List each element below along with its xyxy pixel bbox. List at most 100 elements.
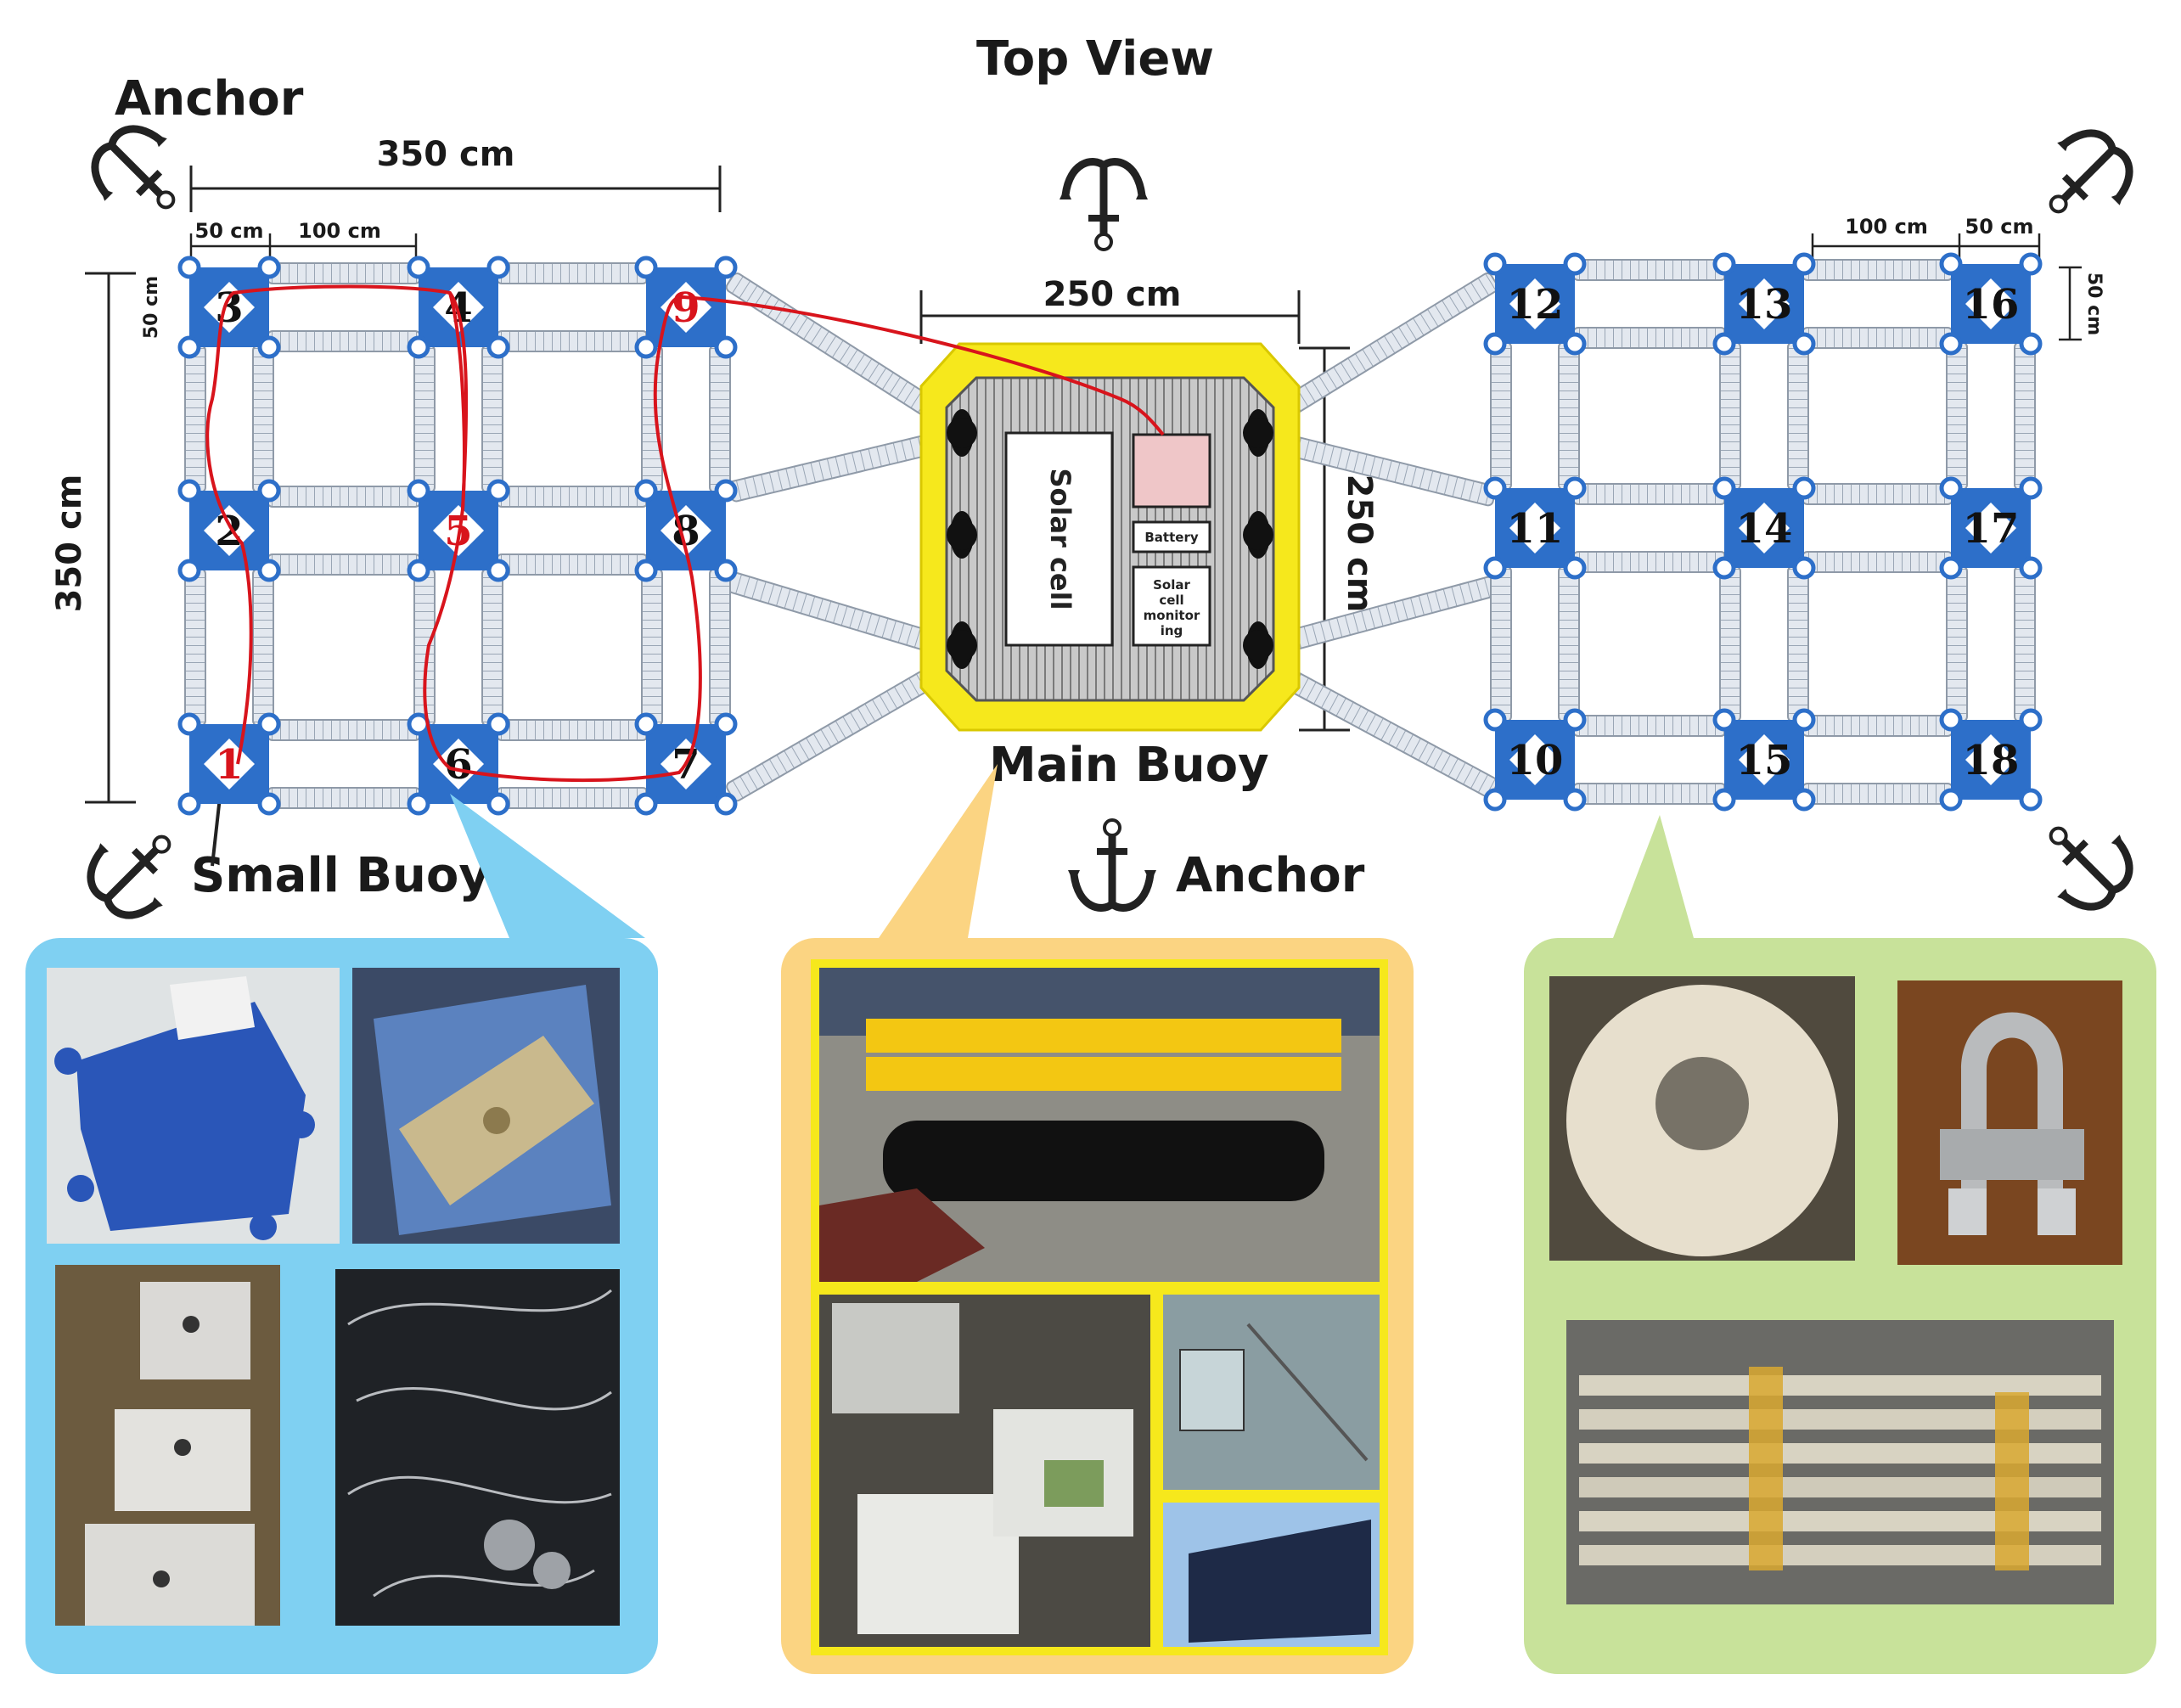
- anchor-label-top-left: Anchor: [115, 71, 304, 126]
- float-pipe-vertical: [641, 345, 663, 493]
- buoy-eyelet: [257, 479, 281, 503]
- main-buoy-photo-panel: [781, 938, 1414, 1674]
- anchor-ring: [2049, 826, 2068, 846]
- buoy-number: 17: [1963, 505, 2020, 553]
- buoy-eyelet: [2019, 788, 2043, 812]
- float-pipe-vertical: [1719, 341, 1741, 491]
- buoy-eyelet: [1939, 556, 1963, 580]
- buoy-diamond-plate: [1965, 503, 2016, 553]
- float-pipe-vertical: [1946, 565, 1968, 722]
- buoy-diamond-plate: [1965, 734, 2016, 785]
- buoy-eyelet: [407, 792, 430, 816]
- buoy-eyelet: [1563, 708, 1587, 732]
- float-pipe-vertical: [413, 345, 436, 493]
- anchor-ring: [156, 190, 176, 210]
- float-pipe-vertical: [641, 568, 663, 727]
- buoy-diamond-plate: [1739, 278, 1790, 329]
- buoy-eyelet: [486, 792, 510, 816]
- buoy-with-plate-photo: [352, 968, 620, 1244]
- buoy-eyelet: [1939, 252, 1963, 276]
- small-buoy-6: 6: [407, 712, 510, 816]
- small-buoy-13: 13: [1712, 252, 1816, 356]
- anchor-fluke: [2057, 138, 2071, 152]
- buoy-diamond-plate: [204, 739, 255, 789]
- solar-cell-box: [1004, 431, 1114, 647]
- anchor-arms: [91, 125, 163, 197]
- mooring-cleats: [947, 409, 1273, 669]
- buoy-eyelet: [1483, 476, 1507, 500]
- small-buoy-16: 16: [1939, 252, 2043, 356]
- buoy-eyelet: [1483, 332, 1507, 356]
- buoy-eyelet: [1563, 556, 1587, 580]
- anchor-fluke: [1136, 187, 1148, 199]
- buoy-eyelet: [177, 712, 201, 736]
- buoy-diamond-plate: [1965, 278, 2016, 329]
- buoy-number: 18: [1963, 737, 2020, 784]
- buoy-eyelet: [634, 792, 658, 816]
- float-pipe-vertical: [481, 568, 503, 727]
- buoy-eyelet: [1939, 476, 1963, 500]
- anchor-ring: [1103, 818, 1121, 837]
- buoy-eyelet: [634, 256, 658, 279]
- mooring-lines: [725, 272, 1499, 802]
- main-height-label: 250 cm: [1340, 475, 1379, 613]
- small-buoy-17: 17: [1939, 476, 2043, 580]
- anchor-arms: [2061, 129, 2133, 201]
- buoy-diamond-plate: [1509, 503, 1560, 553]
- buoy-eyelet: [177, 256, 201, 279]
- pipes-bundle-photo: [1566, 1320, 2114, 1604]
- right-spacing-dimension: [1811, 233, 2041, 259]
- float-pipe-vertical: [709, 568, 731, 727]
- mooring-float-line: [1271, 576, 1497, 655]
- buoy-eyelet: [2019, 332, 2043, 356]
- buoy-eyelet: [177, 335, 201, 359]
- small-buoy-18: 18: [1939, 708, 2043, 812]
- left-spacing-dimension: [189, 233, 418, 259]
- anchor-arms: [1061, 158, 1146, 196]
- buoy-eyelet: [486, 335, 510, 359]
- buoy-eyelet: [1483, 252, 1507, 276]
- float-pipe-vertical: [1719, 565, 1741, 722]
- left-spacing-b-label: 100 cm: [298, 219, 381, 243]
- float-pipe-vertical: [184, 568, 206, 727]
- buoy-eyelet: [1792, 332, 1816, 356]
- buoy-eyelet: [1712, 332, 1736, 356]
- monitoring-label-2: cell: [1159, 593, 1183, 608]
- buoy-eyelet: [407, 256, 430, 279]
- buoy-eyelet: [2019, 708, 2043, 732]
- anchor-icon: [1068, 818, 1156, 912]
- diagram-title: Top View: [976, 31, 1214, 87]
- buoy-number: 6: [444, 741, 472, 789]
- buoy-eyelet: [714, 712, 738, 736]
- red-cable: [205, 284, 1165, 783]
- mooring-float-line: [1271, 431, 1497, 507]
- buoy-eyelet: [714, 479, 738, 503]
- anchor-fluke: [149, 896, 163, 911]
- main-buoy-label: Main Buoy: [989, 738, 1269, 793]
- buoy-eyelet: [1563, 788, 1587, 812]
- float-pipe-vertical: [252, 345, 274, 493]
- left-width-label: 350 cm: [377, 135, 515, 174]
- buoy-eyelet: [1792, 708, 1816, 732]
- white-boxes-photo: [55, 1265, 280, 1626]
- buoy-number: 13: [1736, 281, 1793, 329]
- float-pipe-vertical: [1490, 341, 1512, 491]
- anchor-fluke: [2057, 888, 2071, 902]
- mooring-float-line: [725, 272, 947, 424]
- buoy-number: 1: [215, 741, 243, 789]
- buoy-eyelet: [1939, 788, 1963, 812]
- buoy-eyelet: [1712, 252, 1736, 276]
- anchor-fluke: [1068, 870, 1080, 883]
- buoy-diamond-plate: [660, 282, 711, 333]
- buoy-eyelet: [714, 792, 738, 816]
- float-pipe-horizontal: [1802, 327, 1953, 349]
- buoy-number: 16: [1963, 281, 2020, 329]
- buoy-number: 15: [1736, 737, 1793, 784]
- float-pipe-vertical: [184, 345, 206, 493]
- mooring-cleat-hub: [1243, 630, 1273, 660]
- materials-photo-panel: [1524, 938, 2156, 1674]
- small-buoy-label: Small Buoy: [191, 848, 490, 903]
- buoy-eyelet: [257, 559, 281, 582]
- main-width-label: 250 cm: [1043, 275, 1182, 314]
- right-spacing-b-label: 50 cm: [1965, 215, 2034, 239]
